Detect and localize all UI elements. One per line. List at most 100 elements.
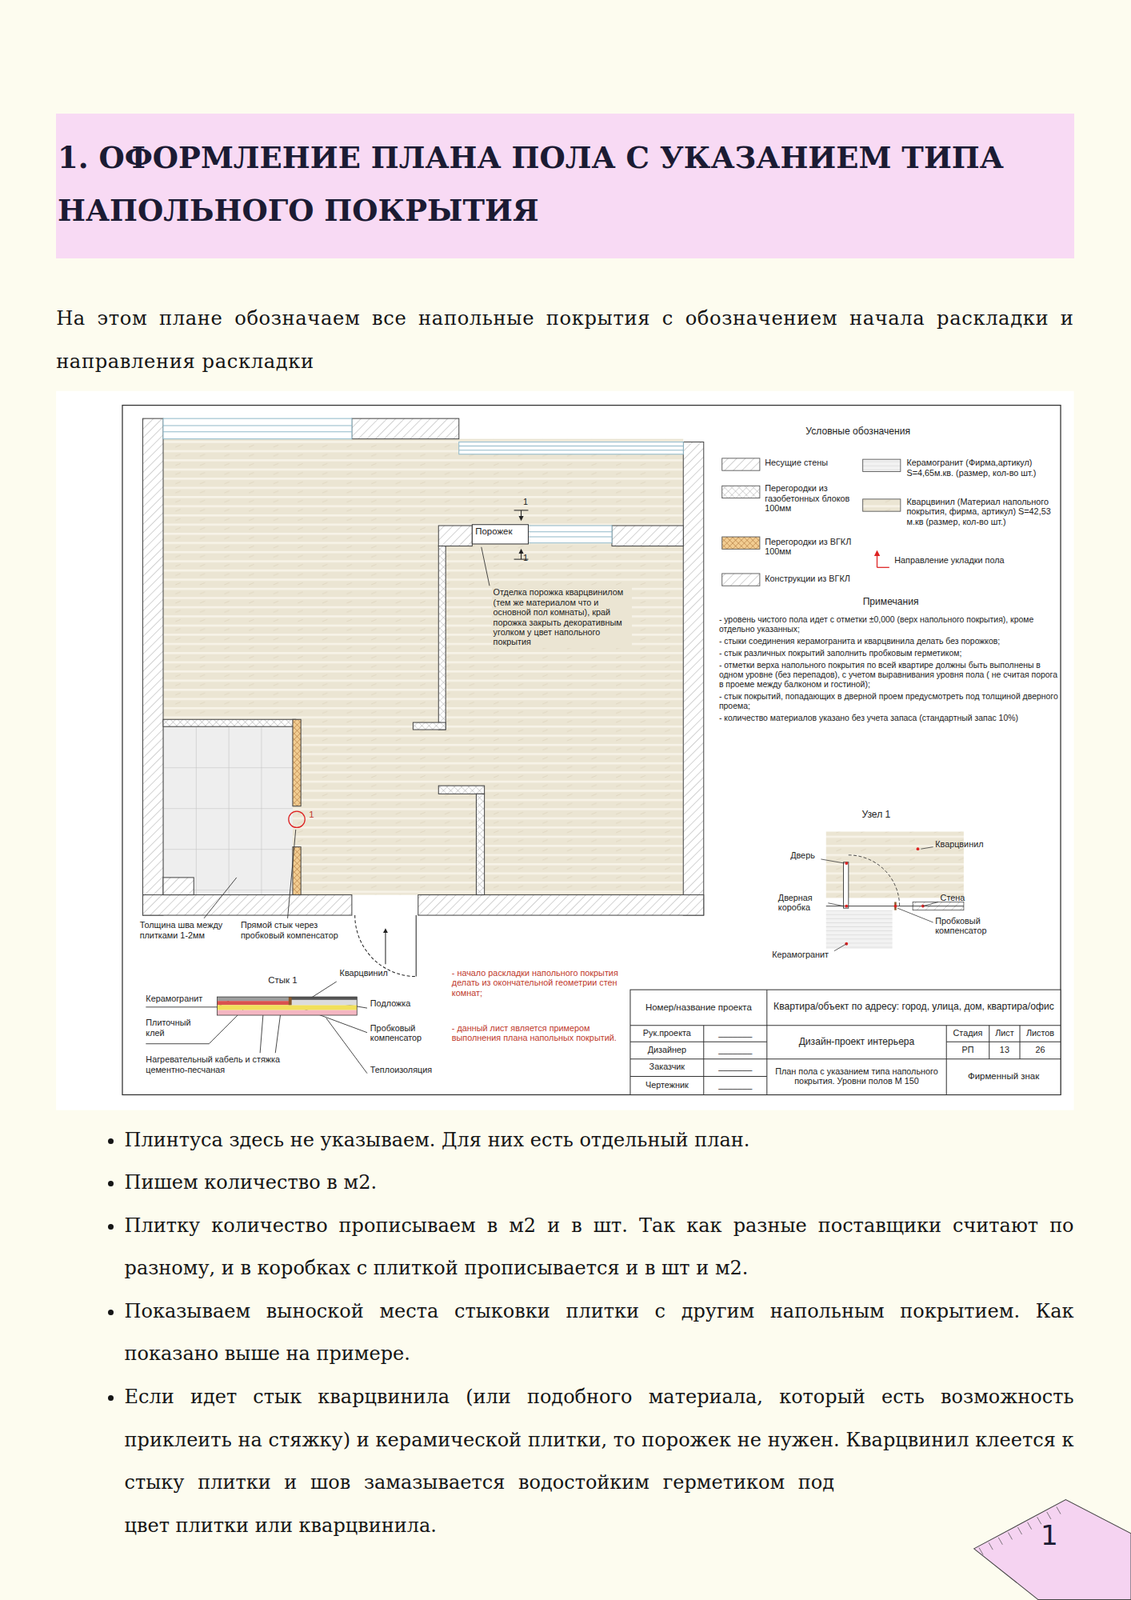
node-detail [844, 861, 848, 865]
table-cell: План пола с указанием типа напольного по… [767, 1058, 947, 1095]
bullet-item: Показываем выноской места стыковки плитк… [124, 1290, 1075, 1376]
floor-plan [527, 531, 612, 532]
joint-section [290, 999, 357, 1005]
title-block [630, 1058, 1061, 1060]
floor-plan [527, 525, 612, 544]
legend-text: Направление укладки пола [894, 555, 1048, 565]
sheet-ground [122, 405, 1061, 1096]
page-number: 1 [1031, 1519, 1067, 1552]
node-detail [923, 902, 939, 907]
drawing-label: Нагревательный кабель и стяжка цементно-… [145, 1054, 314, 1075]
bullet-item: Пишем количество в м2. [124, 1161, 1075, 1205]
drawing-label: Теплоизоляция [370, 1064, 448, 1075]
drawing-label: Отделка порожка кварцвинилом (тем же мат… [491, 586, 633, 648]
floor-plan [163, 719, 296, 727]
sheet-ground [55, 391, 1074, 1111]
floor-plan [163, 439, 684, 896]
node-detail [848, 855, 900, 907]
drawing-label: Керамогранит [771, 949, 836, 960]
floor-plan [163, 431, 352, 432]
title-block [630, 1024, 1061, 1026]
drawing-label: Пробковый компенсатор [370, 1023, 448, 1044]
legend-text: Кварцвинил (Материал напольного покрытия… [906, 496, 1060, 527]
floor-plan [438, 546, 446, 731]
drawing-label: Дверная коробка [778, 892, 830, 913]
page-corner [1027, 1522, 1032, 1530]
floor-plan [163, 726, 293, 895]
bullet-item: Плитку количество прописываем в м2 и в ш… [124, 1204, 1075, 1291]
drawing-label: - уровень чистого пола идет с отметки ±0… [719, 615, 1060, 635]
floor-plan [438, 525, 472, 547]
floor-plan [351, 418, 460, 440]
legend-swatch [863, 499, 901, 512]
title-band: 1. ОФОРМЛЕНИЕ ПЛАНА ПОЛА С УКАЗАНИЕМ ТИП… [55, 113, 1075, 259]
floor-plan [143, 418, 164, 916]
node-detail [894, 904, 898, 908]
node-detail [834, 943, 847, 952]
leader-line [145, 547, 490, 1074]
title-block [630, 989, 1061, 1095]
legend-arrow [876, 552, 878, 568]
drawing-label: - отметки верха напольного покрытия по в… [719, 660, 1060, 690]
title-block [630, 1075, 768, 1077]
title-block [1019, 1025, 1021, 1060]
drawing-label: Керамогранит [145, 993, 217, 1004]
table-cell: 13 [989, 1041, 1020, 1060]
floor-plan [412, 722, 446, 730]
page-corner [974, 1499, 1131, 1600]
legend-swatch [722, 573, 760, 586]
table-cell: _______ [703, 1075, 768, 1095]
joint-section [217, 1010, 358, 1016]
joint-section [290, 996, 357, 1000]
joint-section [217, 996, 292, 1001]
legend-swatch [722, 458, 760, 471]
table-cell: Дизайнер [630, 1041, 704, 1060]
floor-plan [611, 525, 684, 547]
leader-line [287, 829, 296, 919]
floor-plan [143, 418, 704, 976]
leader-line [203, 877, 237, 919]
drawing-label: - количество материалов указано без учет… [719, 713, 1060, 724]
drawing-label: Примечания [863, 596, 935, 608]
legend-arrow [877, 552, 890, 568]
drawing-label: Кварцвинил [339, 967, 396, 978]
leader-line [326, 1018, 368, 1074]
table-cell: Лист [989, 1024, 1020, 1041]
legend-swatch [722, 485, 760, 498]
title-block [766, 989, 768, 1095]
table-cell: Рук.проекта [630, 1024, 704, 1041]
node-detail [843, 862, 848, 908]
leader-line [311, 981, 337, 998]
table-cell: Стадия [946, 1024, 990, 1041]
joint-section [217, 1004, 358, 1010]
joint-section [288, 996, 292, 1005]
drawing-label: Толщина шва между плитками 1-2мм [139, 919, 234, 940]
page-corner [1047, 1511, 1052, 1519]
table-cell: Номер/название проекта [630, 989, 768, 1026]
table-cell: 26 [1019, 1041, 1061, 1060]
floor-plan [163, 418, 352, 440]
floor-plan [520, 551, 522, 560]
drawing-label: Прямой стык через пробковый компенсатор [240, 919, 344, 940]
legend-text: Перегородки из ВГКЛ 100мм [764, 536, 859, 557]
floor-plan [514, 510, 529, 560]
table-cell: РП [946, 1041, 990, 1060]
floor-plan [163, 877, 194, 896]
table-cell: Заказчик [630, 1058, 704, 1076]
floor-plan [143, 895, 352, 916]
table-cell: Чертежник [630, 1075, 704, 1095]
node-detail [827, 903, 844, 907]
legend-arrow [877, 567, 890, 568]
drawing-label: Подложка [370, 998, 427, 1008]
entrance-door [355, 915, 417, 977]
drawing-label: - стыки соединения керамогранита и кварц… [719, 636, 1060, 647]
drawing-label: Пробковый компенсатор [935, 915, 1007, 936]
floor-plan [475, 793, 484, 895]
floor-plan [459, 449, 684, 451]
leader-line [259, 1014, 264, 1053]
entrance-door [415, 915, 417, 977]
table-cell: _______ [703, 1024, 768, 1041]
floor-plan [459, 454, 684, 526]
floor-plan [292, 847, 301, 896]
